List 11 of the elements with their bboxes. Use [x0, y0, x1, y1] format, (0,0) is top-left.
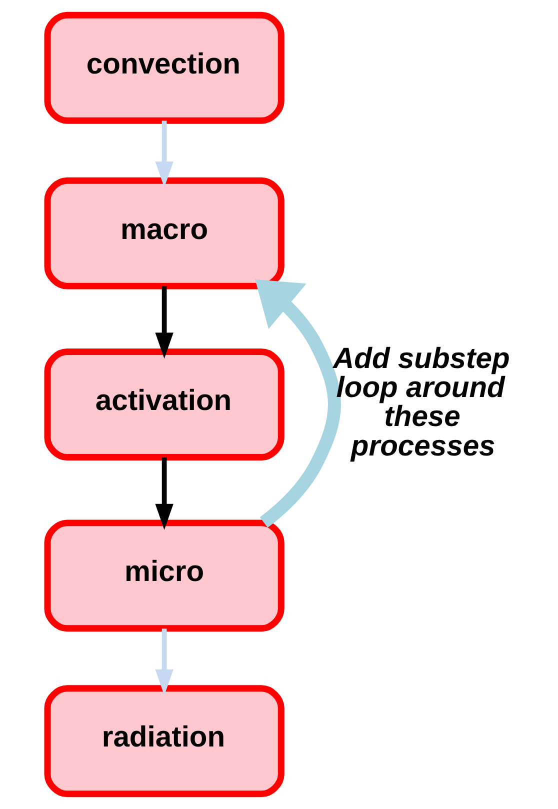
node-box: activation — [44, 348, 284, 460]
arrow — [254, 279, 340, 528]
node-box: convection — [44, 12, 284, 124]
arrow — [154, 286, 173, 359]
arrow — [154, 628, 173, 696]
arrow — [154, 120, 173, 188]
edge-label: Add substep loop around these processes — [332, 342, 510, 462]
node-box: radiation — [44, 685, 284, 798]
node-box: macro — [44, 177, 284, 290]
node-box: micro — [44, 520, 284, 632]
arrow — [154, 457, 173, 530]
